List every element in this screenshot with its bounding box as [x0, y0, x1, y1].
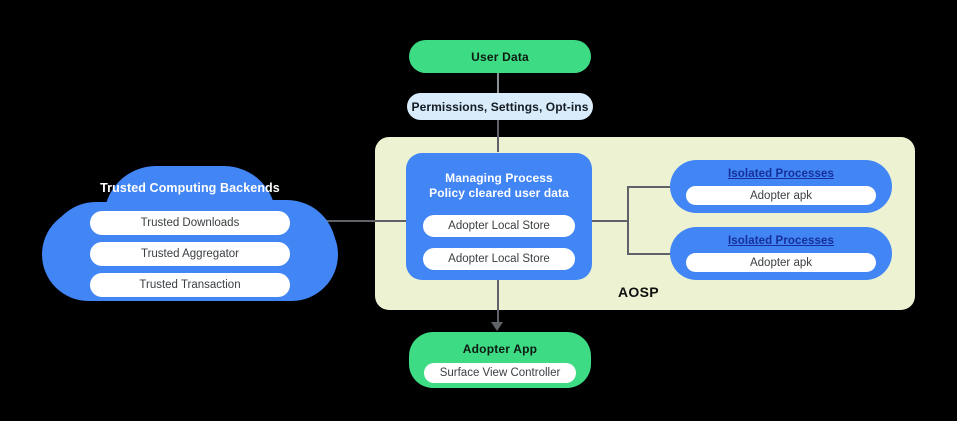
managing-process-item-adopter-local-store-1[interactable]: Adopter Local Store [423, 215, 575, 237]
adopter-app-item-surface-view-controller[interactable]: Surface View Controller [424, 363, 576, 383]
connector-bracket-top [627, 186, 671, 188]
cloud-item-trusted-aggregator[interactable]: Trusted Aggregator [90, 242, 290, 266]
connector-managing-adopterapp [497, 280, 499, 326]
cloud-content: Trusted Computing Backends Trusted Downl… [42, 166, 338, 301]
connector-userdata-permissions [497, 72, 499, 94]
managing-process-title: Managing Process Policy cleared user dat… [429, 171, 569, 201]
managing-process-item-adopter-local-store-2[interactable]: Adopter Local Store [423, 248, 575, 270]
cloud-item-trusted-downloads[interactable]: Trusted Downloads [90, 211, 290, 235]
isolated-process-title-2[interactable]: Isolated Processes [728, 235, 834, 247]
isolated-process-title-1[interactable]: Isolated Processes [728, 168, 834, 180]
trusted-computing-backends-cloud: Trusted Computing Backends Trusted Downl… [42, 166, 338, 301]
connector-bracket-vertical [627, 186, 629, 254]
connector-permissions-managing [497, 120, 499, 152]
user-data-box[interactable]: User Data [409, 40, 591, 73]
managing-process-box[interactable]: Managing Process Policy cleared user dat… [406, 153, 592, 280]
isolated-process-item-adopter-apk-1[interactable]: Adopter apk [686, 186, 876, 205]
arrow-down-icon [491, 322, 503, 331]
isolated-process-box-1[interactable]: Isolated Processes Adopter apk [670, 160, 892, 213]
user-data-label: User Data [471, 49, 529, 64]
isolated-process-box-2[interactable]: Isolated Processes Adopter apk [670, 227, 892, 280]
isolated-process-item-adopter-apk-2[interactable]: Adopter apk [686, 253, 876, 272]
aosp-label: AOSP [618, 284, 659, 300]
permissions-pill[interactable]: Permissions, Settings, Opt-ins [407, 93, 593, 120]
connector-bracket-bottom [627, 253, 671, 255]
cloud-title: Trusted Computing Backends [100, 181, 280, 195]
cloud-item-trusted-transaction[interactable]: Trusted Transaction [90, 273, 290, 297]
adopter-app-title: Adopter App [462, 342, 538, 356]
managing-process-title-line1: Managing Process [445, 171, 553, 185]
adopter-app-box[interactable]: Adopter App Surface View Controller [409, 332, 591, 388]
connector-cloud-managing [322, 220, 406, 222]
connector-managing-bracket [590, 220, 628, 222]
managing-process-title-line2: Policy cleared user data [429, 186, 569, 200]
